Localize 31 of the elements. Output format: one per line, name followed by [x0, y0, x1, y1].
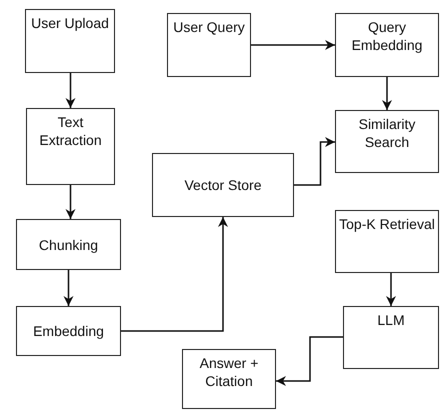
box-label: Similarity Search	[358, 115, 416, 151]
arrow	[66, 73, 76, 108]
process-box	[167, 13, 251, 77]
process-box	[25, 9, 115, 73]
arrow	[121, 217, 228, 332]
process-box	[343, 306, 439, 369]
box-label: Top-K Retrieval	[339, 215, 435, 233]
arrow	[276, 336, 343, 386]
box-label: LLM	[377, 311, 405, 329]
process-box	[335, 110, 439, 173]
arrow	[64, 270, 74, 306]
box-label: Vector Store	[184, 176, 262, 194]
arrow	[251, 40, 335, 50]
box-label: Answer + Citation	[198, 354, 260, 390]
box-label: User Upload	[31, 14, 109, 32]
process-box	[26, 108, 115, 185]
box-label: Chunking	[38, 236, 98, 254]
arrow	[66, 185, 76, 219]
process-box	[335, 13, 439, 77]
process-box	[16, 219, 121, 270]
box-label: Query Embedding	[350, 18, 424, 54]
box-label: Embedding	[33, 322, 104, 340]
arrow	[382, 77, 392, 110]
box-label: Text Extraction	[38, 113, 103, 149]
box-label: User Query	[173, 18, 245, 36]
process-box	[152, 153, 294, 217]
process-box	[182, 349, 276, 409]
arrow	[386, 273, 396, 306]
process-box	[335, 210, 439, 273]
arrow	[294, 137, 335, 186]
process-box	[16, 306, 121, 356]
